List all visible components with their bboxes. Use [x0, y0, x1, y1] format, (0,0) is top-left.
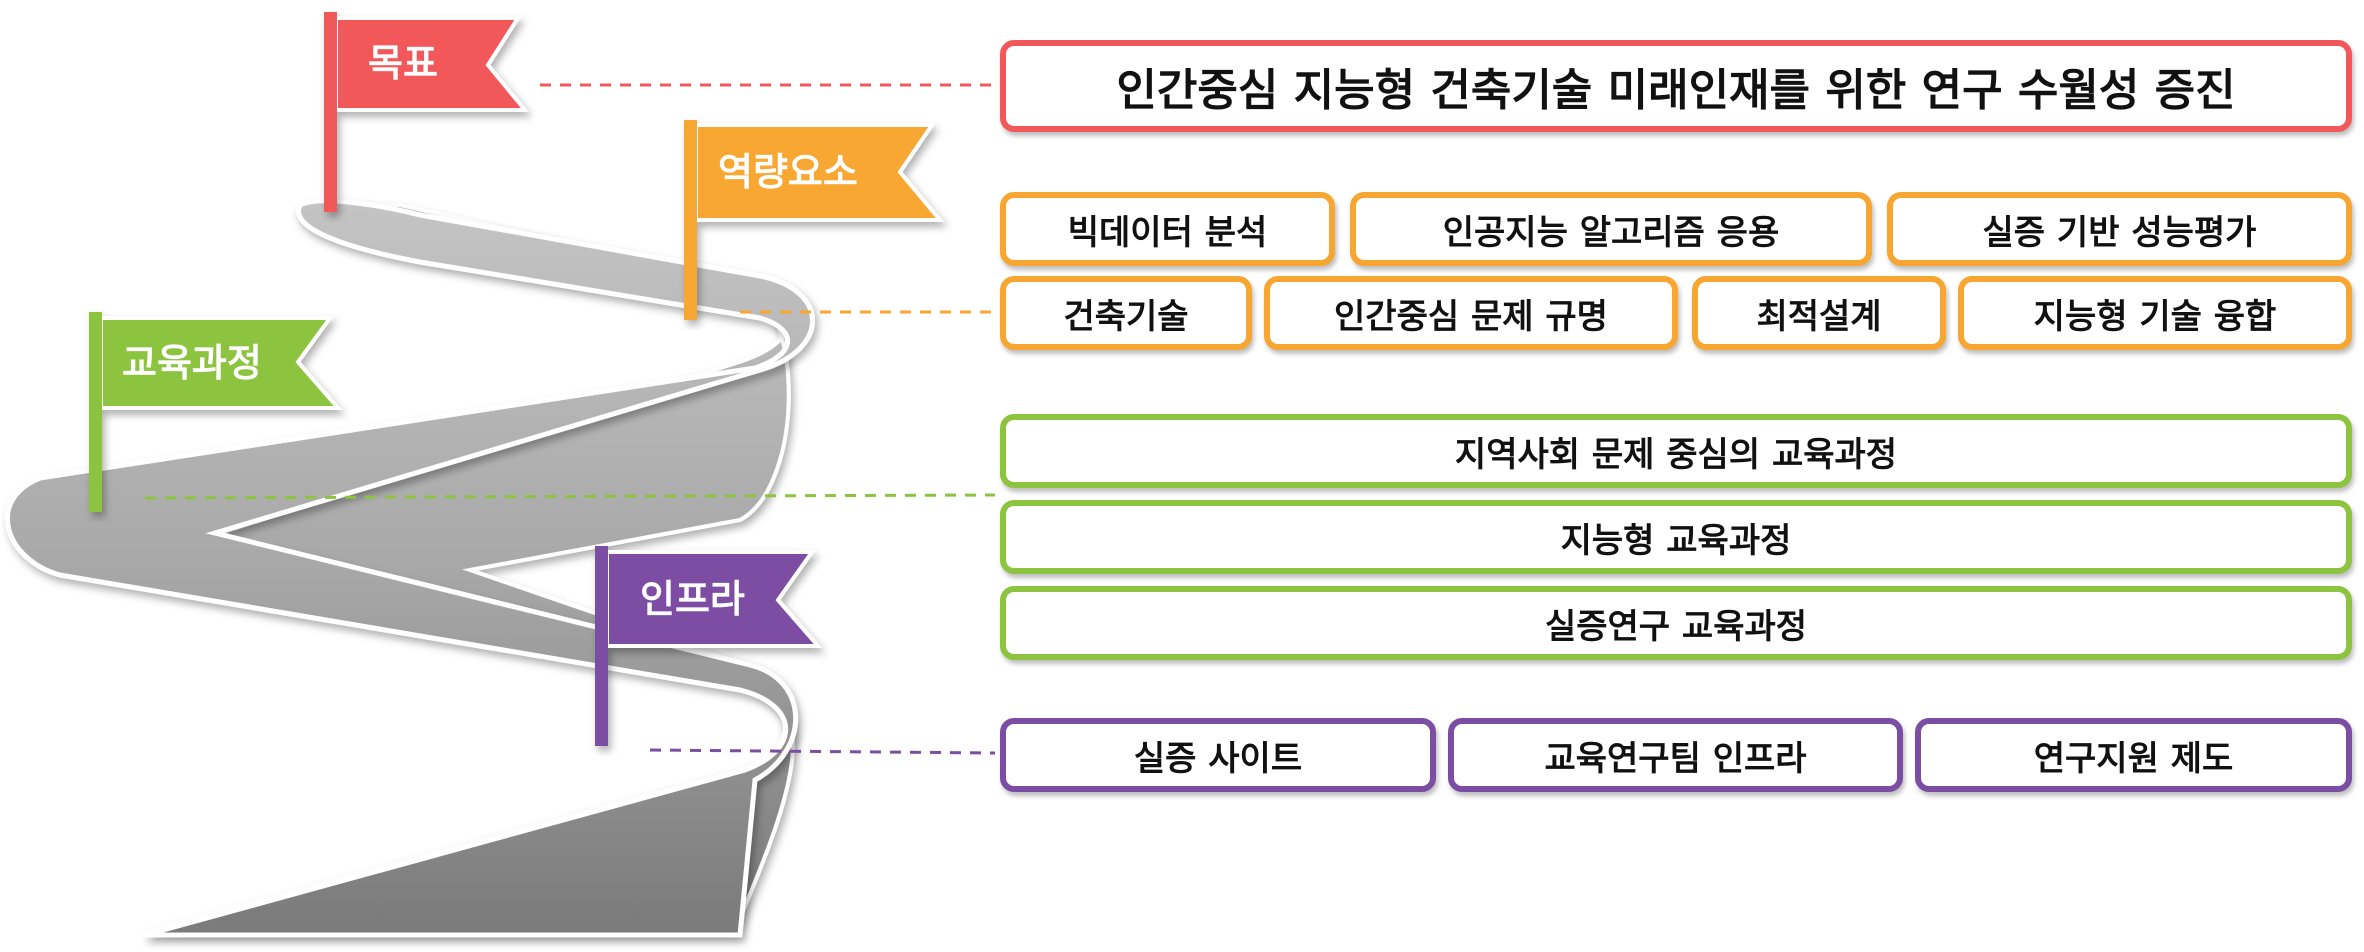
- competency-item: 실증 기반 성능평가: [1887, 192, 2352, 266]
- competency-item: 최적설계: [1692, 276, 1946, 350]
- curriculum-item: 실증연구 교육과정: [1000, 586, 2352, 660]
- competency-item: 건축기술: [1000, 276, 1252, 350]
- competency-item: 인간중심 문제 규명: [1264, 276, 1678, 350]
- infrastructure-flag: [595, 546, 823, 746]
- goal-flag: [324, 12, 530, 212]
- curriculum-item: 지능형 교육과정: [1000, 500, 2352, 574]
- infrastructure-item: 실증 사이트: [1000, 718, 1436, 792]
- curriculum-flag-label: 교육과정: [122, 341, 262, 385]
- infrastructure-item: 교육연구팀 인프라: [1448, 718, 1903, 792]
- curriculum-flag: [89, 312, 343, 512]
- infrastructure-item: 연구지원 제도: [1915, 718, 2352, 792]
- curriculum-item: 지역사회 문제 중심의 교육과정: [1000, 414, 2352, 488]
- goal-flag-label: 목표: [368, 41, 438, 85]
- competency-flag: [684, 120, 945, 320]
- infrastructure-connector: [649, 748, 996, 755]
- goal-box: 인간중심 지능형 건축기술 미래인재를 위한 연구 수월성 증진: [1000, 40, 2352, 132]
- curriculum-connector: [144, 493, 996, 500]
- competency-item: 인공지능 알고리즘 응용: [1350, 192, 1872, 266]
- competency-item: 빅데이터 분석: [1000, 192, 1335, 266]
- road-fill-main: [4, 198, 815, 938]
- infrastructure-flag-label: 인프라: [640, 577, 745, 621]
- competency-item: 지능형 기술 융합: [1958, 276, 2352, 350]
- competency-flag-label: 역량요소: [718, 150, 858, 194]
